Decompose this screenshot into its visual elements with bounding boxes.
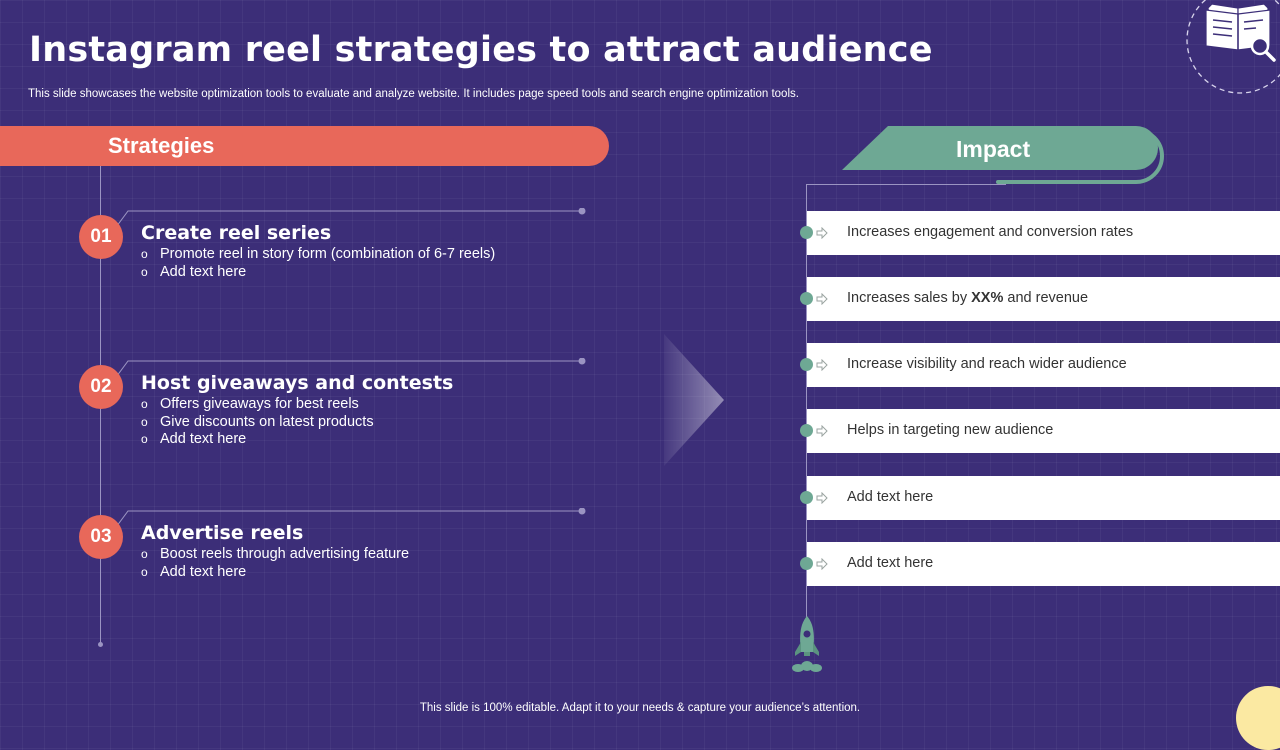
strategies-header: Strategies	[0, 126, 609, 166]
row-dot	[800, 226, 813, 239]
row-dot	[800, 424, 813, 437]
impact-header	[842, 126, 1164, 184]
slide-subtitle: This slide showcases the website optimiz…	[28, 88, 799, 100]
strategy-title: Advertise reels	[141, 522, 304, 544]
strategy-number-03: 03	[79, 515, 123, 559]
impact-row: Add text here	[800, 476, 1280, 520]
impact-row: Increase visibility and reach wider audi…	[800, 343, 1280, 387]
impact-timeline-line	[806, 184, 807, 620]
impact-row: Increases sales by XX% and revenue	[800, 277, 1280, 321]
strategy-title: Create reel series	[141, 222, 332, 244]
row-dot	[800, 491, 813, 504]
arrow-right-icon	[816, 359, 828, 371]
arrow-right-icon	[816, 227, 828, 239]
book-icon	[1186, 0, 1280, 99]
impact-header-label: Impact	[956, 136, 1031, 162]
arrow-right-icon	[816, 293, 828, 305]
strategy-number-01: 01	[79, 215, 123, 259]
slide-footer: This slide is 100% editable. Adapt it to…	[419, 702, 861, 714]
chevron-right-icon	[664, 334, 724, 466]
timeline-end-dot	[98, 642, 103, 647]
rocket-icon	[792, 616, 822, 672]
arrow-right-icon	[816, 492, 828, 504]
sun-decoration	[1236, 686, 1280, 750]
impact-row: Increases engagement and conversion rate…	[800, 211, 1280, 255]
strategy-title: Host giveaways and contests	[141, 372, 454, 394]
row-dot	[800, 557, 813, 570]
arrow-right-icon	[816, 425, 828, 437]
arrow-right-icon	[816, 558, 828, 570]
slide-title: Instagram reel strategies to attract aud…	[29, 30, 933, 70]
impact-row: Add text here	[800, 542, 1280, 586]
strategies-header-label: Strategies	[108, 133, 215, 158]
impact-timeline-top	[806, 184, 1006, 185]
row-dot	[800, 358, 813, 371]
impact-row: Helps in targeting new audience	[800, 409, 1280, 453]
row-dot	[800, 292, 813, 305]
strategy-number-02: 02	[79, 365, 123, 409]
